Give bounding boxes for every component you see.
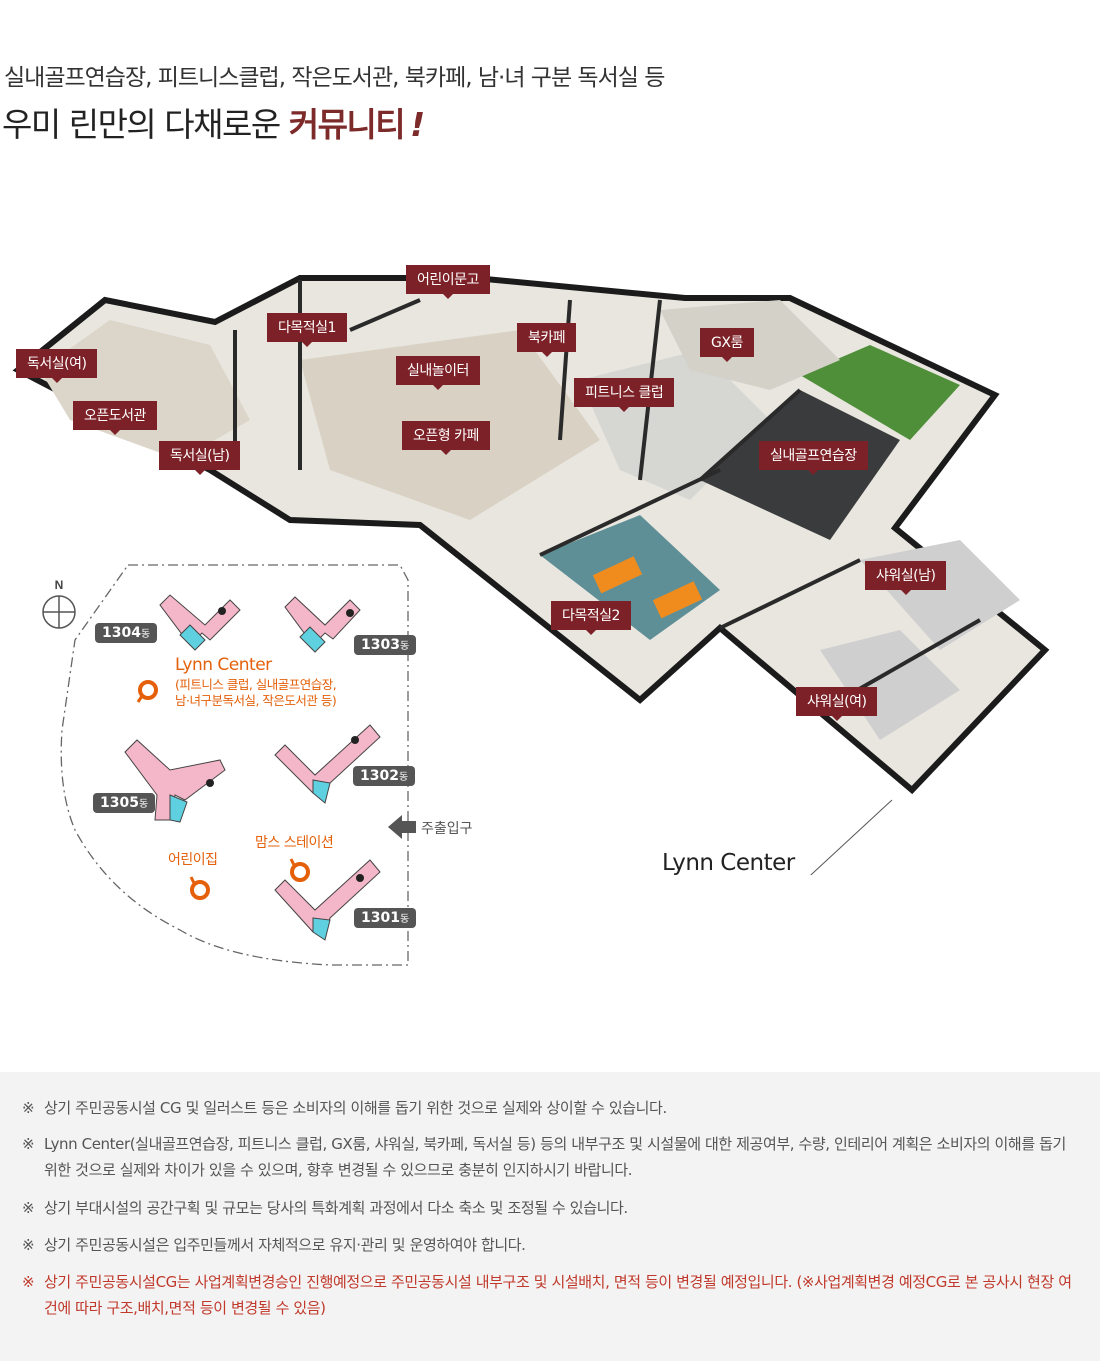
site-map	[60, 564, 416, 966]
building-1304	[159, 594, 241, 651]
note-item-highlight: ※상기 주민공동시설CG는 사업계획변경승인 진행예정으로 주민공동시설 내부구…	[22, 1273, 1072, 1317]
main-entrance-label: 주출입구	[421, 821, 473, 837]
building-label-1301: 1301동	[354, 908, 417, 928]
svg-text:N: N	[55, 578, 64, 592]
disclaimer-notes: ※상기 주민공동시설 CG 및 일러스트 등은 소비자의 이해를 돕기 위한 것…	[0, 1072, 1100, 1361]
building-1303	[284, 596, 361, 653]
tag-multi-room-1: 다목적실1	[267, 313, 347, 347]
note-item: ※Lynn Center(실내골프연습장, 피트니스 클럽, GX룸, 샤워실,…	[22, 1135, 1066, 1179]
note-item: ※상기 주민공동시설은 입주민들께서 자체적으로 유지·관리 및 운영하여야 합…	[22, 1236, 526, 1254]
tag-shower-women: 샤워실(여)	[796, 687, 878, 721]
tag-fitness-club: 피트니스 클럽	[574, 378, 675, 412]
tag-book-cafe: 북카페	[517, 323, 577, 357]
moms-station-label: 맘스 스테이션	[255, 835, 334, 851]
tag-open-cafe: 오픈형 카페	[402, 421, 490, 455]
building-1302	[274, 724, 381, 804]
tag-multi-room-2: 다목적실2	[551, 601, 631, 635]
golf-green	[800, 345, 960, 440]
tag-indoor-playground: 실내놀이터	[396, 356, 480, 390]
tag-kids-library: 어린이문고	[406, 265, 490, 299]
building-1301	[274, 859, 381, 941]
title-accent: 커뮤니티	[288, 105, 406, 144]
tag-reading-room-men: 독서실(남)	[159, 441, 241, 475]
moms-station-pin-icon	[289, 858, 310, 882]
lynn-center-leader-line	[810, 799, 893, 875]
title-exclamation: !	[410, 105, 425, 144]
daycare-label: 어린이집	[168, 852, 218, 868]
site-boundary	[60, 564, 409, 966]
lynn-center-map-desc: (피트니스 클럽, 실내골프연습장,남·녀구분독서실, 작은도서관 등)	[175, 677, 337, 708]
note-item: ※상기 부대시설의 공간구획 및 규모는 당사의 특화계획 과정에서 다소 축소…	[22, 1199, 628, 1217]
building-label-1303: 1303동	[354, 635, 417, 655]
building-label-1302: 1302동	[353, 766, 416, 786]
tag-reading-room-women: 독서실(여)	[16, 349, 98, 383]
main-entrance-arrow-icon	[388, 815, 416, 839]
tag-gx-room: GX룸	[700, 328, 754, 362]
ping-pong-table-2	[652, 581, 703, 619]
tag-shower-men: 샤워실(남)	[865, 561, 947, 595]
lynn-center-label: Lynn Center	[662, 850, 795, 876]
building-label-1304: 1304동	[95, 623, 158, 643]
daycare-pin-icon	[189, 876, 210, 900]
lynn-center-map-title: Lynn Center	[175, 655, 272, 675]
tag-indoor-golf: 실내골프연습장	[759, 441, 868, 475]
page-subtitle: 실내골프연습장, 피트니스클럽, 작은도서관, 북카페, 남·녀 구분 독서실 …	[4, 65, 665, 91]
note-item: ※상기 주민공동시설 CG 및 일러스트 등은 소비자의 이해를 돕기 위한 것…	[22, 1099, 667, 1117]
shower-women-floor	[820, 630, 960, 740]
title-main: 우미 린만의 다채로운	[2, 105, 289, 144]
tag-open-library: 오픈도서관	[73, 401, 157, 435]
north-compass-icon: N	[42, 578, 76, 629]
building-1305	[124, 739, 226, 823]
lynn-center-pin-icon	[136, 680, 158, 703]
ping-pong-table-1	[592, 556, 643, 594]
page-title: 우미 린만의 다채로운 커뮤니티!	[2, 98, 425, 146]
building-label-1305: 1305동	[93, 793, 156, 813]
